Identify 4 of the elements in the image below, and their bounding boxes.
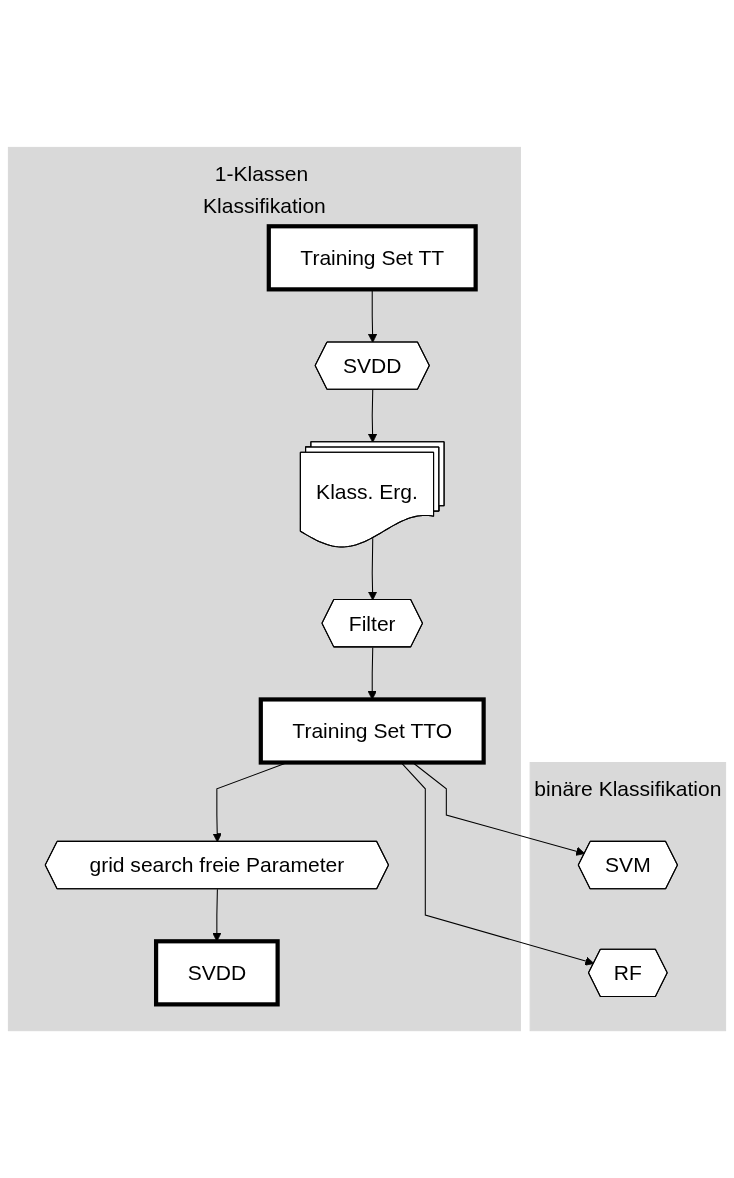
arrow [367,537,378,601]
node-box: Training Set TTO [258,697,486,765]
node-box: SVDD [154,939,280,1007]
node-box: Training Set TT [266,224,478,292]
